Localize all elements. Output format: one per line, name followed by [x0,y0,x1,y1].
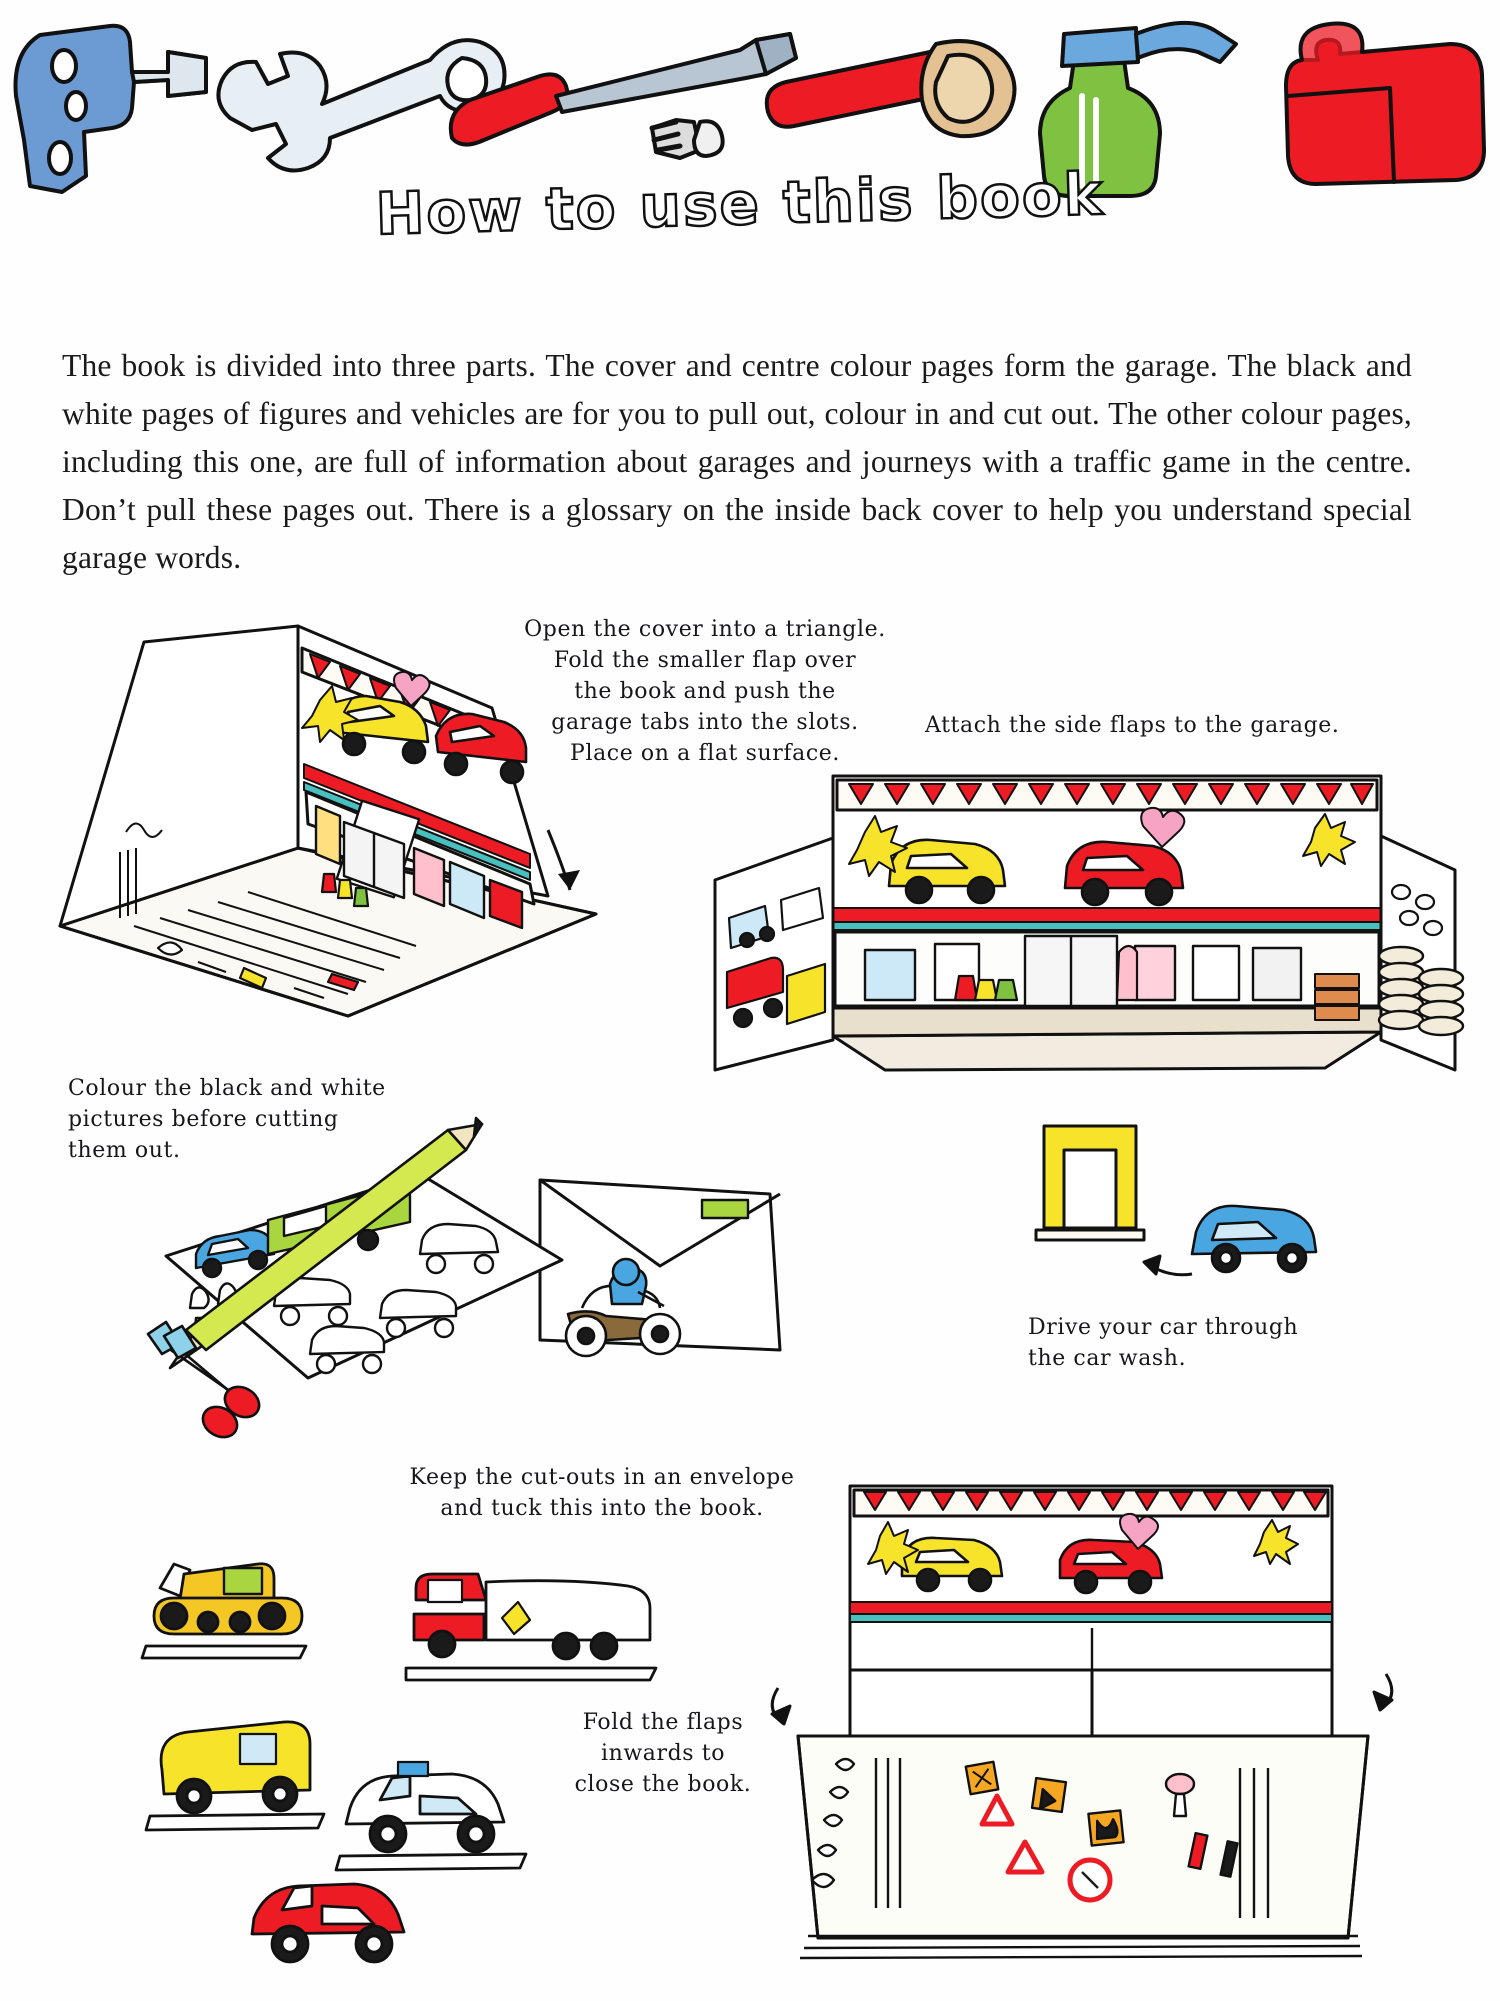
caption-car-wash: Drive your car through the car wash. [1028,1315,1299,1371]
garage-triangle-figure [48,596,608,1026]
page-title-text: How to use this book [374,159,1107,250]
cut-out-vehicles-figure [130,1530,750,1970]
screwdriver-icon [448,32,798,147]
intro-paragraph: The book is divided into three parts. Th… [62,347,1412,575]
mallet-icon [764,39,1017,139]
jerry-can-icon [1284,21,1486,186]
page-title: How to use this book [330,159,1150,250]
caption-open-cover: Open the cover into a triangle. Fold the… [524,617,886,766]
spray-bottle-icon [1038,20,1238,198]
car-wash-figure [1020,1110,1350,1310]
tool-strip [0,0,1500,215]
caption-attach-flaps: Attach the side flaps to the garage. [925,713,1340,738]
caption-colour-pictures: Colour the black and white pictures befo… [68,1076,386,1163]
drill-icon [13,23,208,194]
garage-side-flaps-figure [713,740,1465,1140]
closed-book-figure [770,1468,1394,1968]
colouring-sheet-figure [70,1078,910,1448]
caption-envelope: Keep the cut-outs in an envelope and tuc… [409,1465,795,1521]
screw-icon [649,118,725,160]
caption-fold-flaps: Fold the flaps inwards to close the book… [574,1710,752,1797]
